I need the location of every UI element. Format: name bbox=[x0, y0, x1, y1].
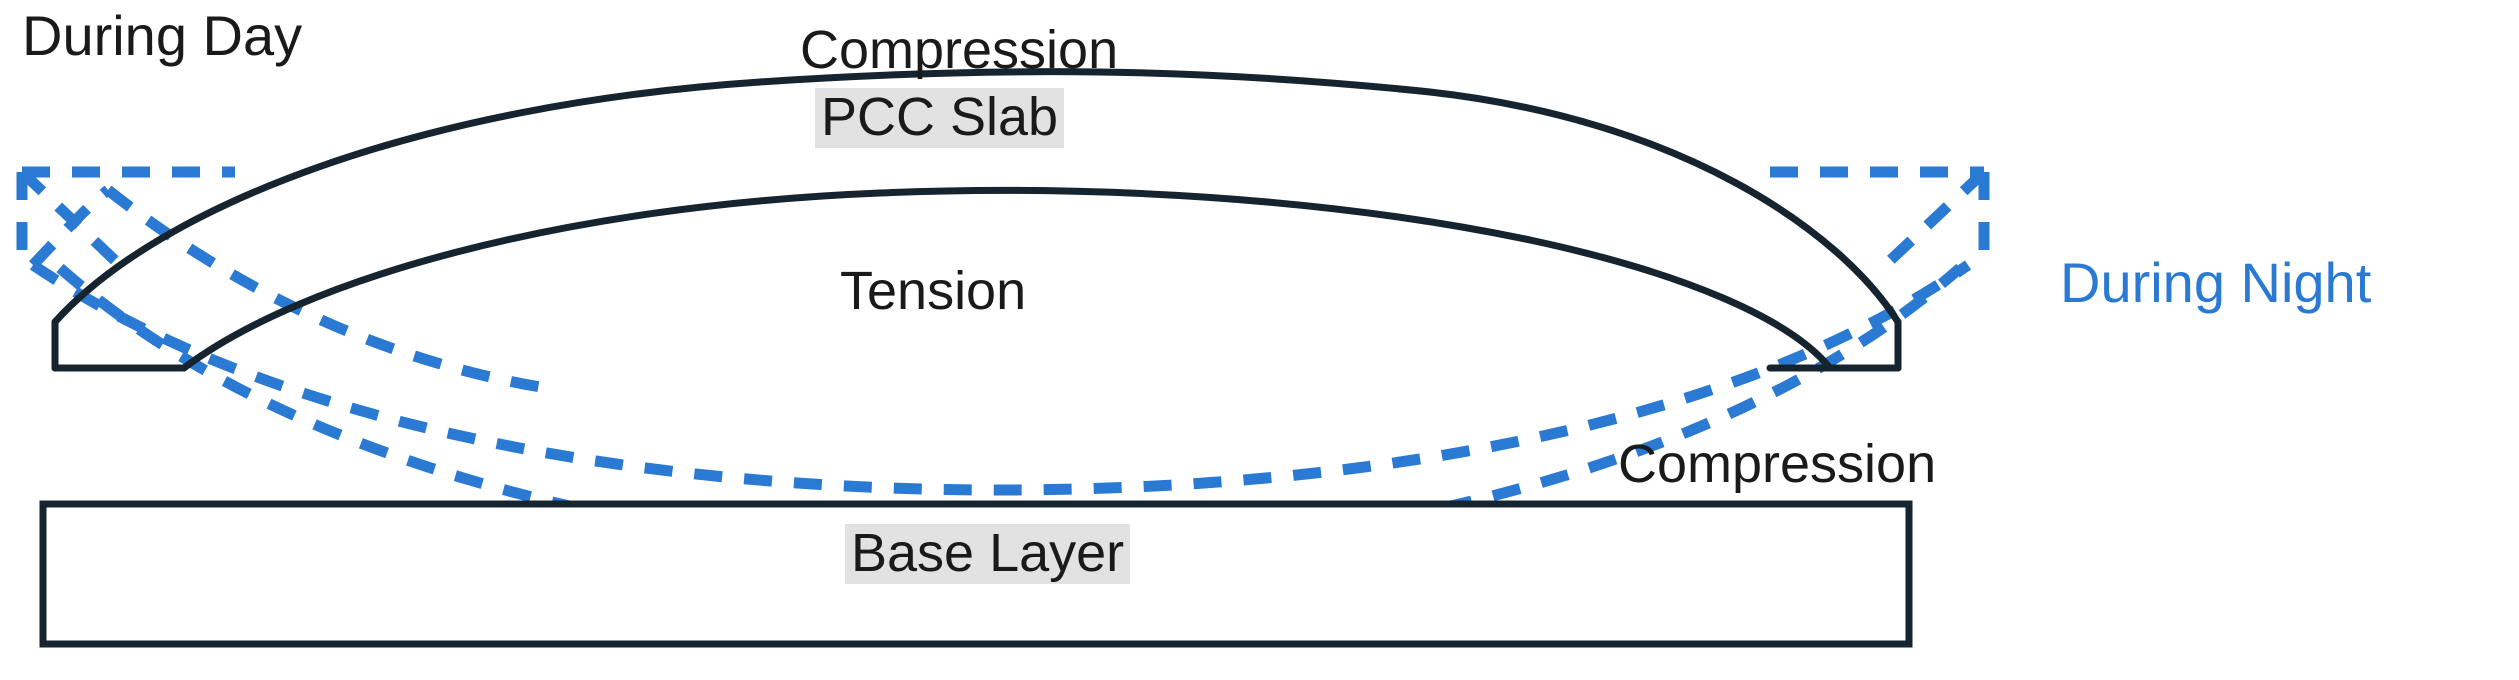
night-slab-left-diagonal-path bbox=[18, 168, 129, 274]
night-slab-bottom-edge-path bbox=[28, 185, 561, 396]
label-compression-top: Compression bbox=[800, 20, 1119, 80]
night-slab-right-diagonal-path bbox=[1876, 167, 1988, 275]
label-pcc-slab: PCC Slab bbox=[815, 88, 1065, 148]
label-during-night: During Night bbox=[2060, 251, 2372, 314]
label-base-layer: Base Layer bbox=[845, 524, 1131, 584]
night-slab-group bbox=[16, 166, 1990, 561]
day-slab-bottom-surface-path bbox=[180, 186, 1834, 372]
label-during-day: During Day bbox=[22, 4, 303, 67]
night-slab-top-edge-path bbox=[29, 260, 1972, 496]
day-slab-top-surface-path bbox=[51, 68, 1902, 326]
label-compression-bottom: Compression bbox=[1618, 434, 1937, 494]
label-tension: Tension bbox=[840, 261, 1027, 321]
day-slab-group bbox=[51, 68, 1902, 372]
